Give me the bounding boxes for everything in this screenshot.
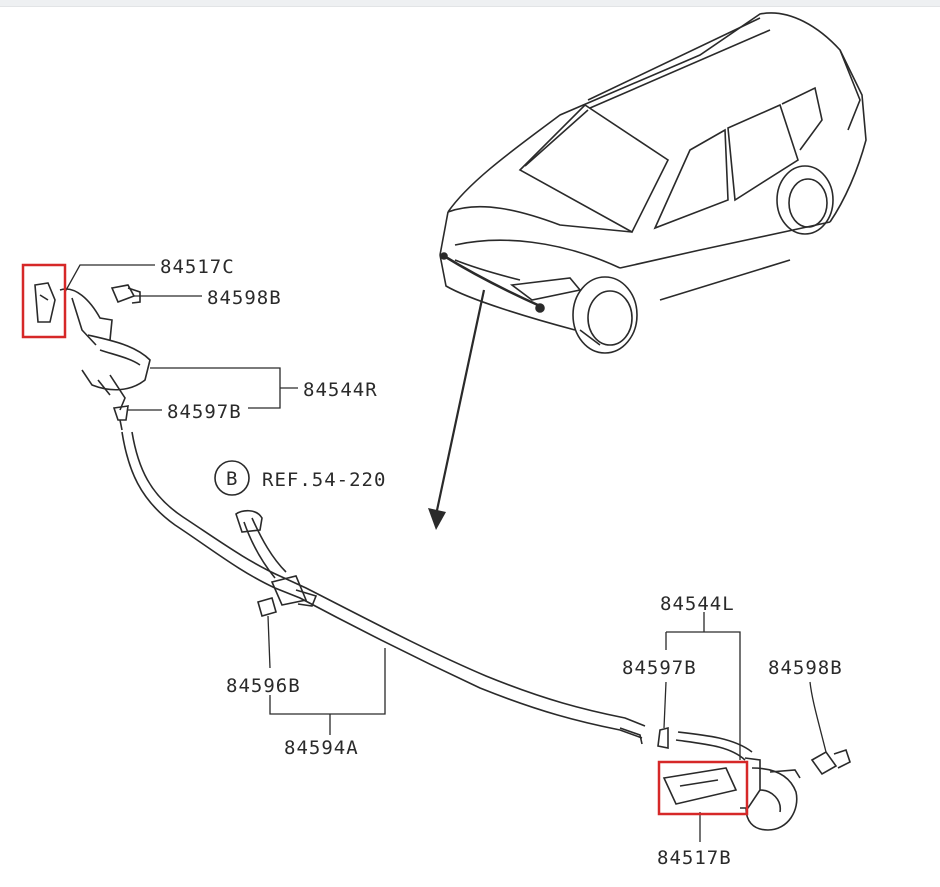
- highlight-box-84517C: [21, 263, 67, 339]
- part-label-84598B-top: 84598B: [207, 287, 282, 309]
- part-label-84544R: 84544R: [303, 379, 378, 401]
- reference-text: REF.54-220: [262, 469, 386, 491]
- part-label-84598B-right: 84598B: [768, 657, 843, 679]
- highlight-box-84517B: [657, 760, 749, 816]
- hose-clamp-84596B: [257, 597, 277, 617]
- direction-arrow: [428, 289, 486, 530]
- part-label-84517B: 84517B: [657, 847, 732, 869]
- left-washer-nozzle-assembly: [657, 726, 851, 831]
- vehicle-outline: [439, 12, 867, 354]
- leader-lines: [64, 264, 827, 842]
- part-label-84594A: 84594A: [284, 737, 359, 759]
- top-bar: [0, 0, 940, 7]
- washer-hose-84594A: [121, 431, 646, 745]
- part-label-84596B: 84596B: [226, 675, 301, 697]
- right-washer-nozzle-assembly: [34, 282, 151, 431]
- part-label-84597B-right: 84597B: [622, 657, 697, 679]
- part-label-84597B-left: 84597B: [167, 401, 242, 423]
- part-label-84544L: 84544L: [660, 593, 735, 615]
- reference-marker-b: [214, 460, 250, 496]
- part-label-84517C: 84517C: [160, 256, 235, 278]
- reference-marker-letter: B: [226, 468, 238, 490]
